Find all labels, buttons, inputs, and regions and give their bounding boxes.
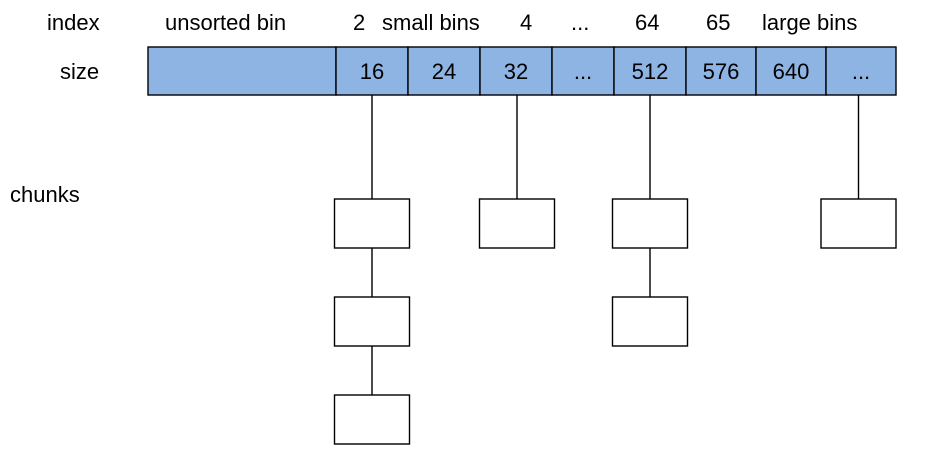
size-cell — [755, 46, 827, 96]
size-cell — [407, 46, 481, 96]
size-cell-label: 16 — [360, 59, 384, 84]
chunk-box — [820, 198, 897, 249]
size-cell-label: ... — [852, 59, 870, 84]
index-large-bins: large bins — [762, 10, 857, 35]
size-cell — [685, 46, 757, 96]
size-cell-label: 32 — [504, 59, 528, 84]
index-65: 65 — [706, 10, 730, 35]
index-ellipsis: ... — [571, 10, 589, 35]
index-2: 2 — [353, 10, 365, 35]
index-unsorted-bin: unsorted bin — [165, 10, 286, 35]
size-cell-label: 512 — [632, 59, 669, 84]
chunk-box — [333, 296, 411, 347]
chunk-box — [611, 296, 689, 347]
chunk-box — [333, 198, 411, 249]
size-cell — [479, 46, 553, 96]
chunk-box — [333, 394, 411, 445]
chunk-chains — [333, 95, 897, 445]
chunk-box — [478, 198, 556, 249]
size-cell — [147, 46, 337, 96]
chunks-row-label: chunks — [10, 182, 80, 207]
size-cell-label: ... — [574, 59, 592, 84]
index-64: 64 — [635, 10, 659, 35]
size-bar: 16 24 32... 512 576 640... — [147, 46, 897, 96]
size-row-label: size — [60, 59, 99, 84]
size-cell — [825, 46, 897, 96]
size-cell-label: 576 — [703, 59, 740, 84]
size-cell — [335, 46, 409, 96]
index-row-label: index — [47, 10, 100, 35]
index-small-bins: small bins — [382, 10, 480, 35]
size-cell-label: 24 — [432, 59, 456, 84]
index-4: 4 — [520, 10, 532, 35]
size-cell-label: 640 — [773, 59, 810, 84]
chunk-box — [611, 198, 689, 249]
